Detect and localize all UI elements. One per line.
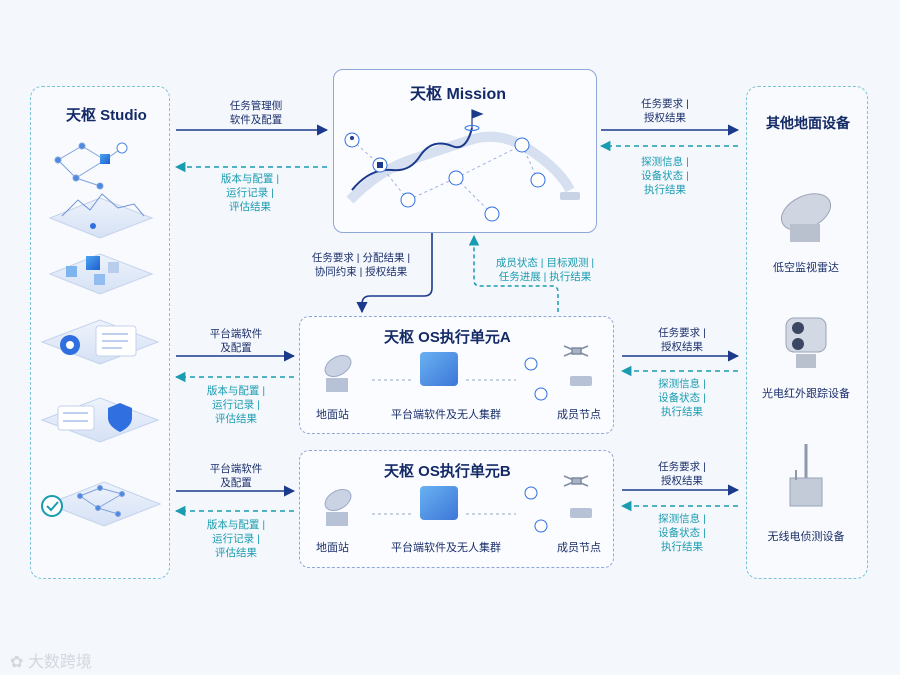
mission-map-illustration xyxy=(344,109,580,222)
member-node-icon-b xyxy=(524,486,538,500)
label-unit-a-to-studio: 版本与配置 | 运行记录 | 评估结果 xyxy=(206,385,266,425)
check-circle-icon xyxy=(41,495,63,517)
label-studio-to-unit-a: 平台端软件 及配置 xyxy=(209,328,263,354)
studio-title: 天枢 Studio xyxy=(66,107,147,124)
arrow-unit-to-mission xyxy=(468,234,559,312)
drone-icon-b xyxy=(563,475,589,487)
location-pin-icon xyxy=(90,223,96,229)
eo-ir-tracker-icon xyxy=(785,317,827,368)
arrow-mission-to-unit xyxy=(356,233,433,314)
label-unit-b-to-devices: 任务要求 | 授权结果 xyxy=(658,461,706,487)
network-graph-icon xyxy=(54,142,128,190)
server-cube-icon xyxy=(420,352,458,386)
label-mission-to-studio: 版本与配置 | 运行记录 | 评估结果 xyxy=(220,173,280,213)
unit-a-ground-station-label: 地面站 xyxy=(316,409,349,421)
satellite-dish-icon-b xyxy=(324,489,352,511)
mission-box xyxy=(333,69,597,233)
radar-label: 低空监视雷达 xyxy=(773,262,839,274)
label-mission-to-devices: 任务要求 | 授权结果 xyxy=(641,98,689,124)
ugv-icon xyxy=(560,192,580,200)
label-devices-to-unit-a: 探测信息 | 设备状态 | 执行结果 xyxy=(658,378,706,418)
member-node-icon xyxy=(524,357,538,371)
tower-node-icon xyxy=(484,206,500,222)
label-studio-to-unit-b: 平台端软件 及配置 xyxy=(209,463,263,489)
mission-title: 天枢 Mission xyxy=(410,86,507,103)
studio-illustration xyxy=(40,142,162,527)
unit-b-platform-label: 平台端软件及无人集群 xyxy=(391,542,501,554)
label-unit-to-mission: 成员状态 | 目标观测 | 任务进展 | 执行结果 xyxy=(495,257,595,283)
unit-b-ground-station-label: 地面站 xyxy=(316,542,349,554)
unit-a-illustration xyxy=(324,345,592,401)
eo-ir-label: 光电红外跟踪设备 xyxy=(762,388,850,400)
unit-a-title: 天枢 OS执行单元A xyxy=(384,329,511,346)
radar-icon xyxy=(780,193,832,242)
vehicle-node-icon xyxy=(400,192,416,208)
watermark-logo-icon: ✿ xyxy=(10,654,28,671)
drone-icon xyxy=(563,345,589,357)
label-unit-b-to-studio: 版本与配置 | 运行记录 | 评估结果 xyxy=(206,519,266,559)
label-studio-to-mission: 任务管理侧 软件及配置 xyxy=(229,100,283,126)
unit-a-members-label: 成员节点 xyxy=(557,409,601,421)
ground-robot-icon xyxy=(570,376,592,386)
unit-b-members-label: 成员节点 xyxy=(557,542,601,554)
label-unit-a-to-devices: 任务要求 | 授权结果 xyxy=(658,327,706,353)
label-devices-to-mission: 探测信息 | 设备状态 | 执行结果 xyxy=(641,156,689,196)
terrain-platform xyxy=(48,197,154,239)
radio-detection-icon xyxy=(789,444,823,507)
unit-b-title: 天枢 OS执行单元B xyxy=(384,463,511,480)
user-node-icon xyxy=(514,137,530,153)
label-mission-to-unit: 任务要求 | 分配结果 | 协同约束 | 授权结果 xyxy=(311,252,411,278)
ground-robot-icon-b xyxy=(570,508,592,518)
flag-icon xyxy=(471,109,484,128)
sliders-icon xyxy=(57,405,95,431)
label-devices-to-unit-b: 探测信息 | 设备状态 | 执行结果 xyxy=(658,513,706,553)
satellite-dish-icon xyxy=(324,355,352,377)
cube-icon xyxy=(86,256,100,270)
group-node-icon xyxy=(448,170,464,186)
radio-detection-label: 无线电侦测设备 xyxy=(767,531,845,543)
server-cube-icon-b xyxy=(420,486,458,520)
ground-devices-title: 其他地面设备 xyxy=(766,115,850,131)
unit-a-platform-label: 平台端软件及无人集群 xyxy=(391,409,501,421)
user-node-icon-2 xyxy=(530,172,546,188)
unit-b-illustration xyxy=(324,475,592,533)
watermark: ✿ 大数跨境 xyxy=(10,654,92,671)
shield-icon xyxy=(108,403,132,432)
